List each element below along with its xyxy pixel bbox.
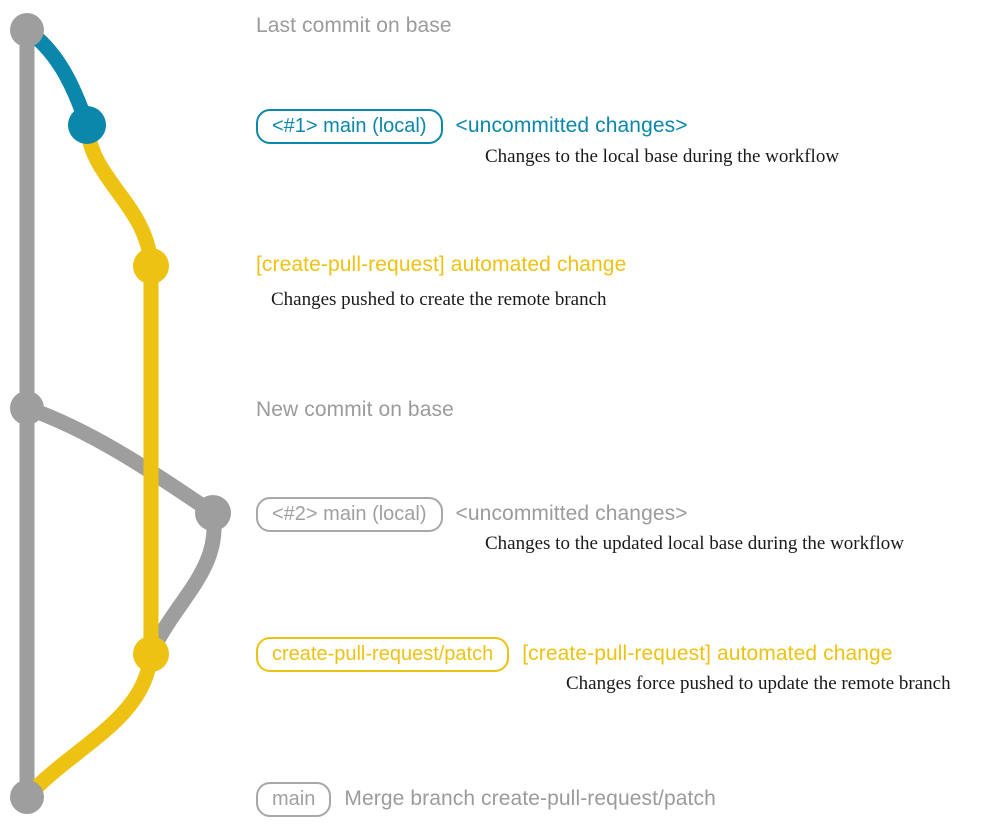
commit-node-new-commit[interactable] bbox=[10, 391, 44, 425]
commit-node-merge[interactable] bbox=[10, 780, 44, 814]
commit-node-local-2[interactable] bbox=[195, 495, 231, 531]
commit-node-local-1[interactable] bbox=[68, 106, 106, 144]
branch-chip-main-local-1[interactable]: <#1> main (local) bbox=[256, 109, 443, 144]
headline-new-commit: New commit on base bbox=[256, 398, 454, 421]
commit-subject-uncommitted-1: <uncommitted changes> bbox=[455, 114, 688, 137]
edge-local2-to-patch2 bbox=[143, 505, 222, 662]
edge-base-to-local1 bbox=[19, 22, 95, 133]
row-automated-change-1: [create-pull-request] automated change bbox=[256, 253, 626, 277]
commit-node-automated-change-1[interactable] bbox=[133, 248, 169, 284]
edge-patch2-to-merge bbox=[19, 646, 159, 805]
commit-node-last-commit[interactable] bbox=[10, 13, 44, 47]
headline-last-commit: Last commit on base bbox=[256, 14, 452, 37]
row-local-1: <#1> main (local) <uncommitted changes> bbox=[256, 109, 688, 144]
edge-local1-to-patch1 bbox=[79, 117, 159, 274]
row-last-commit: Last commit on base bbox=[256, 14, 452, 38]
commit-subject-automated-change-2: [create-pull-request] automated change bbox=[522, 642, 893, 665]
row-new-commit: New commit on base bbox=[256, 398, 454, 422]
row-local-2: <#2> main (local) <uncommitted changes> bbox=[256, 497, 688, 532]
commit-subject-automated-change-1: [create-pull-request] automated change bbox=[256, 253, 627, 276]
edge-base-to-local2 bbox=[19, 400, 221, 521]
commit-subject-uncommitted-2: <uncommitted changes> bbox=[455, 502, 688, 525]
note-automated-change-2: Changes force pushed to update the remot… bbox=[566, 673, 951, 694]
branch-chip-main[interactable]: main bbox=[256, 782, 332, 817]
note-automated-change-1: Changes pushed to create the remote bran… bbox=[271, 289, 607, 310]
commit-subject-merge: Merge branch create-pull-request/patch bbox=[344, 787, 716, 810]
note-local-2: Changes to the updated local base during… bbox=[485, 533, 904, 554]
row-automated-change-2: create-pull-request/patch [create-pull-r… bbox=[256, 637, 893, 672]
commit-node-automated-change-2[interactable] bbox=[133, 636, 169, 672]
row-merge: main Merge branch create-pull-request/pa… bbox=[256, 782, 716, 817]
note-local-1: Changes to the local base during the wor… bbox=[485, 146, 840, 167]
branch-chip-create-pull-request-patch[interactable]: create-pull-request/patch bbox=[256, 637, 510, 672]
branch-chip-main-local-2[interactable]: <#2> main (local) bbox=[256, 497, 443, 532]
